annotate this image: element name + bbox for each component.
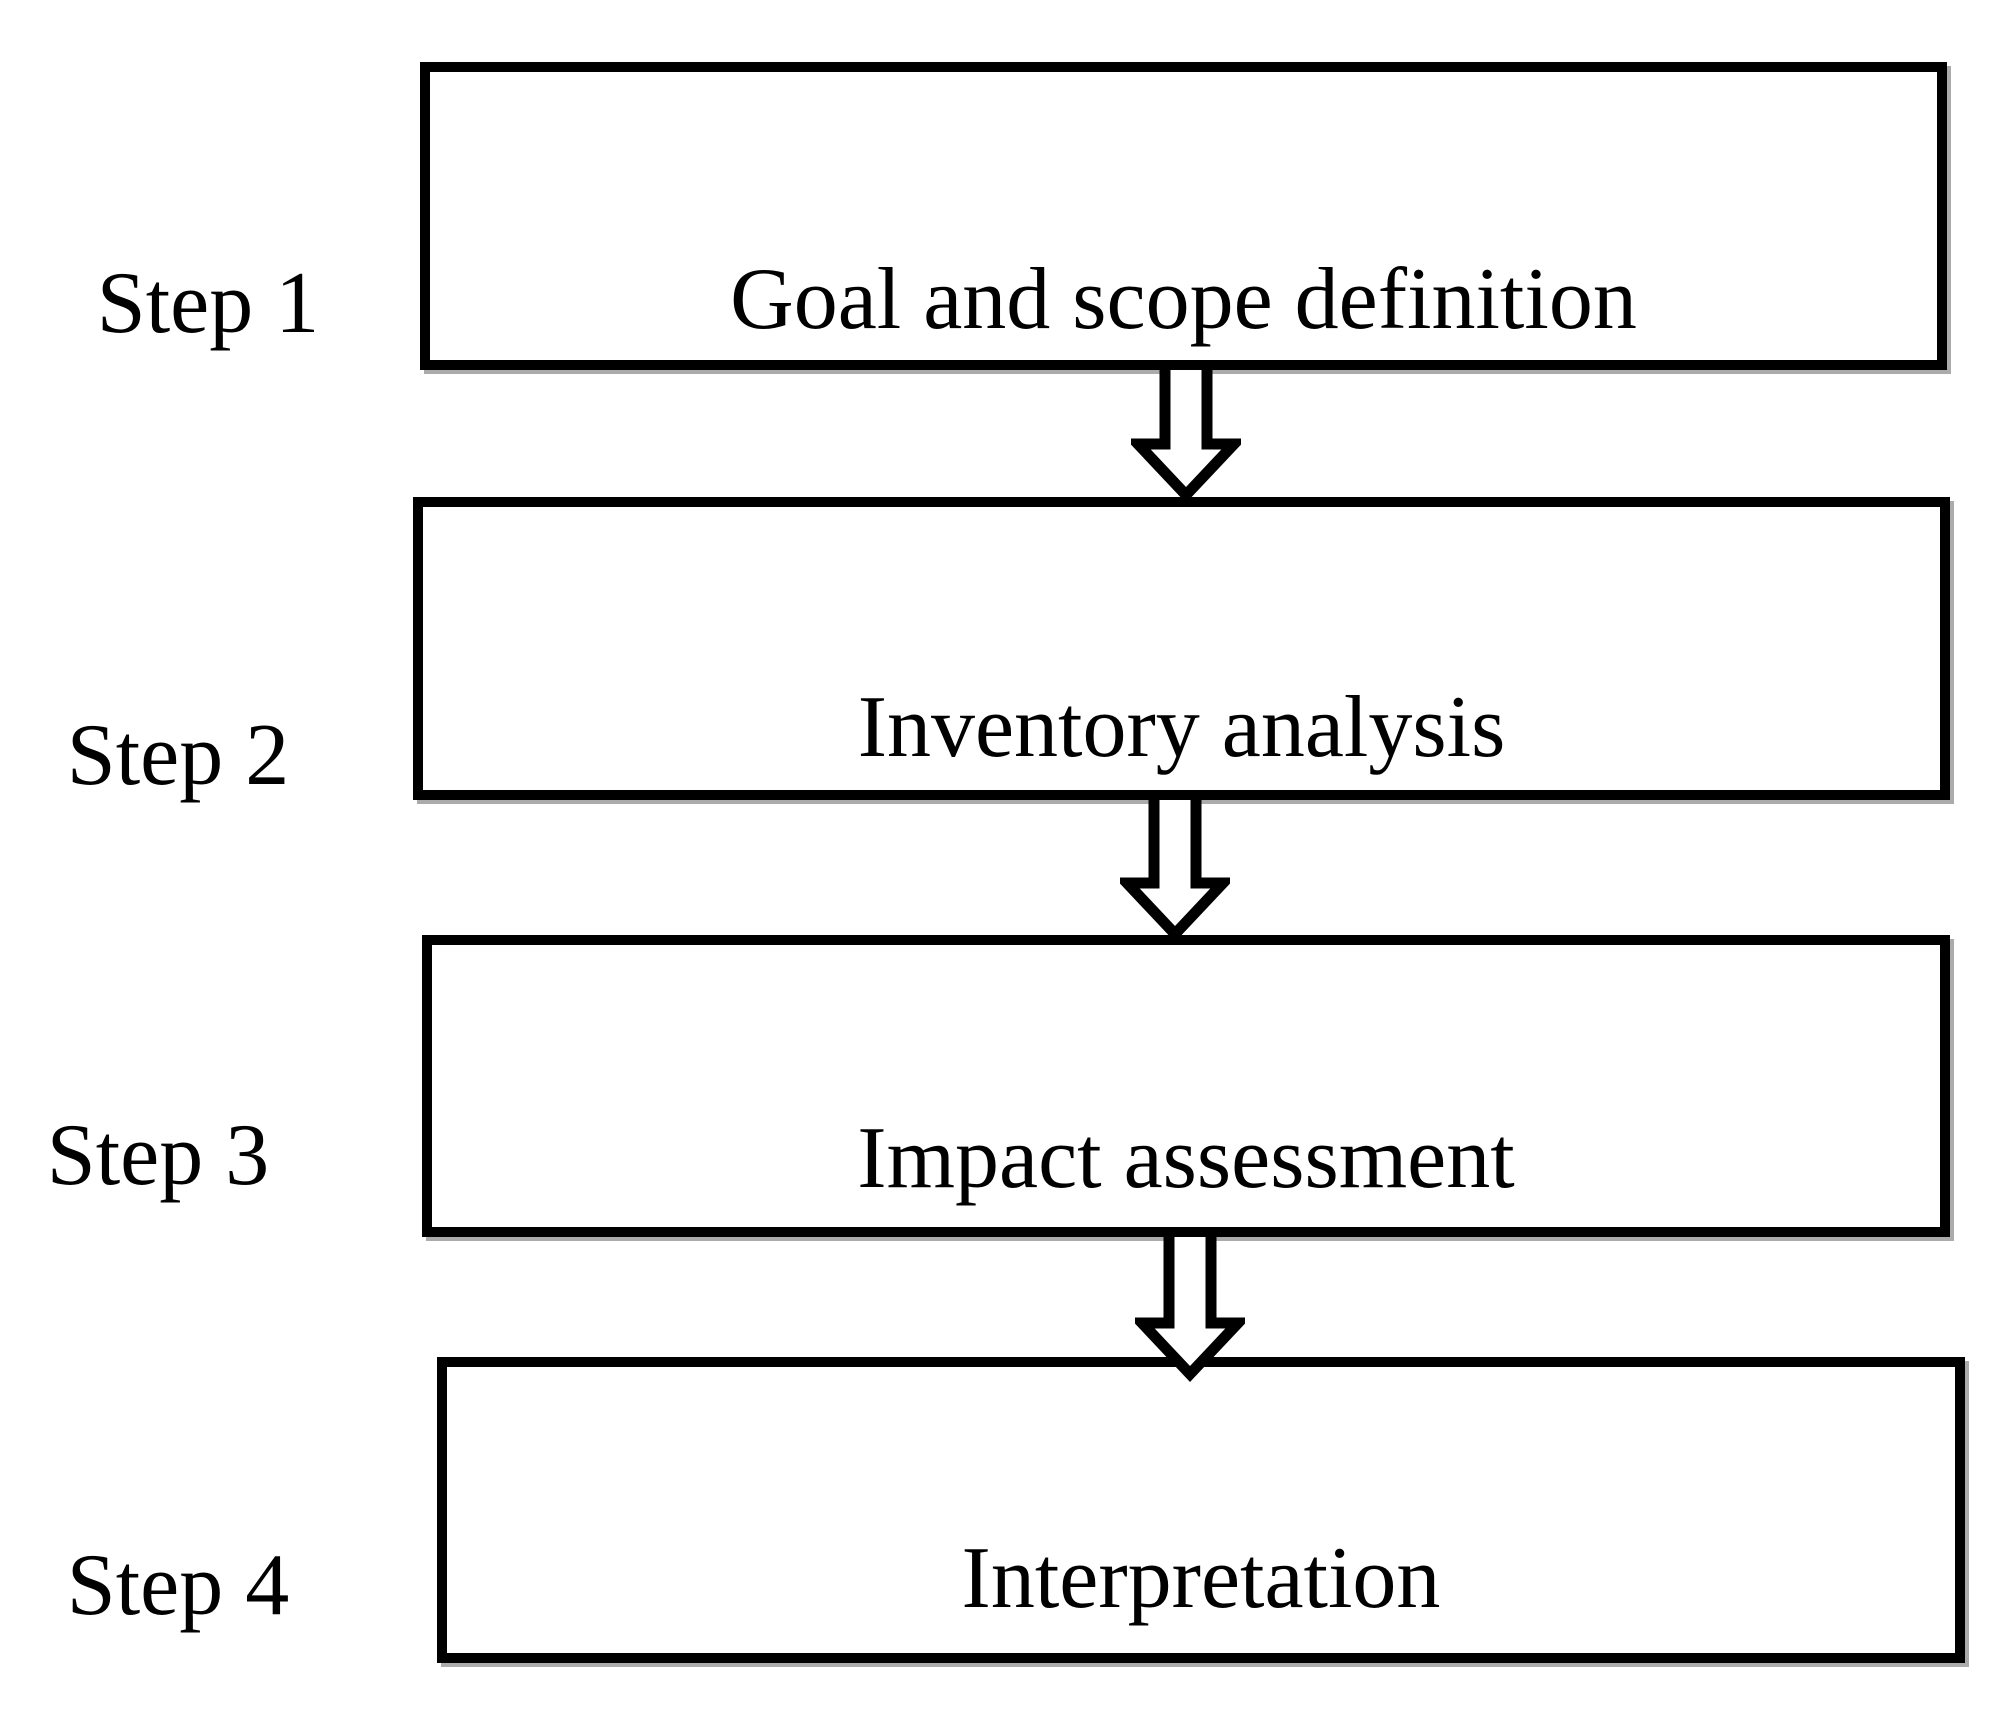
step-3-box-label: Impact assessment (857, 1109, 1515, 1207)
step-4-label: Step 4 (66, 1537, 290, 1634)
down-block-arrow-icon (1120, 800, 1230, 943)
step-3-label: Step 3 (46, 1107, 270, 1204)
step-4-box: Interpretation (437, 1357, 1965, 1663)
down-block-arrow-icon (1131, 370, 1241, 504)
down-block-arrow-icon (1135, 1237, 1245, 1383)
step-1-label: Step 1 (96, 255, 320, 352)
step-2-box: Inventory analysis (413, 497, 1950, 800)
step-1-box: Goal and scope definition (420, 62, 1947, 370)
step-2-label: Step 2 (66, 707, 290, 804)
step-3-box: Impact assessment (422, 935, 1950, 1237)
step-4-box-label: Interpretation (961, 1529, 1441, 1627)
step-1-box-label: Goal and scope definition (730, 250, 1637, 348)
step-2-box-label: Inventory analysis (857, 678, 1506, 776)
